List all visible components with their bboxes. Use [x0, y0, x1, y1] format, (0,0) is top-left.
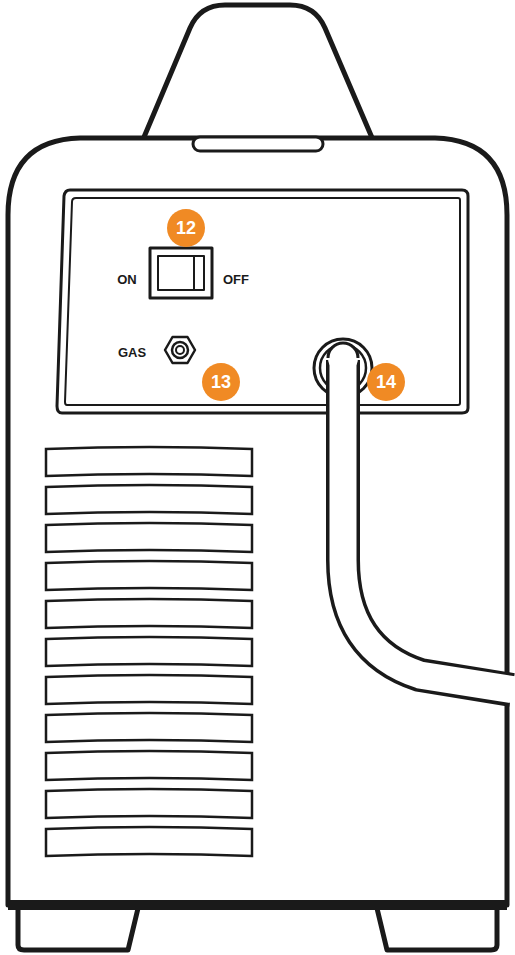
vent-slot: [46, 485, 252, 514]
vent-slot: [46, 675, 252, 704]
vent-slot: [46, 637, 252, 666]
vent-slot: [46, 713, 252, 742]
gas-fitting-bore: [176, 346, 184, 354]
vent-slot: [46, 599, 252, 628]
vent-slots: [46, 447, 252, 856]
gas-fitting-ring: [172, 342, 188, 358]
vent-slot: [46, 561, 252, 590]
rear-panel: [57, 190, 468, 413]
switch-label: ON: [117, 273, 137, 286]
gas-fitting: [165, 337, 195, 363]
rear-panel-inset: [65, 198, 460, 405]
handle-slot: [193, 137, 323, 151]
callout-number: 12: [167, 209, 205, 247]
callout-number: 13: [202, 363, 240, 401]
vent-slot: [46, 751, 252, 780]
port-label: GAS: [118, 346, 146, 359]
base-band: [8, 900, 507, 910]
vent-slot: [46, 523, 252, 552]
vent-slot: [46, 789, 252, 818]
vent-slot: [46, 827, 252, 856]
switch-label: OFF: [223, 273, 249, 286]
power-switch: [150, 248, 212, 298]
cable-end-edge: [328, 343, 358, 358]
housing: [8, 138, 507, 905]
callout-number: 14: [367, 363, 405, 401]
vent-slot: [46, 447, 252, 476]
power-cable-core: [343, 355, 515, 690]
rocker: [158, 256, 204, 290]
cable-end: [328, 343, 358, 373]
rocker-edge: [193, 257, 195, 289]
